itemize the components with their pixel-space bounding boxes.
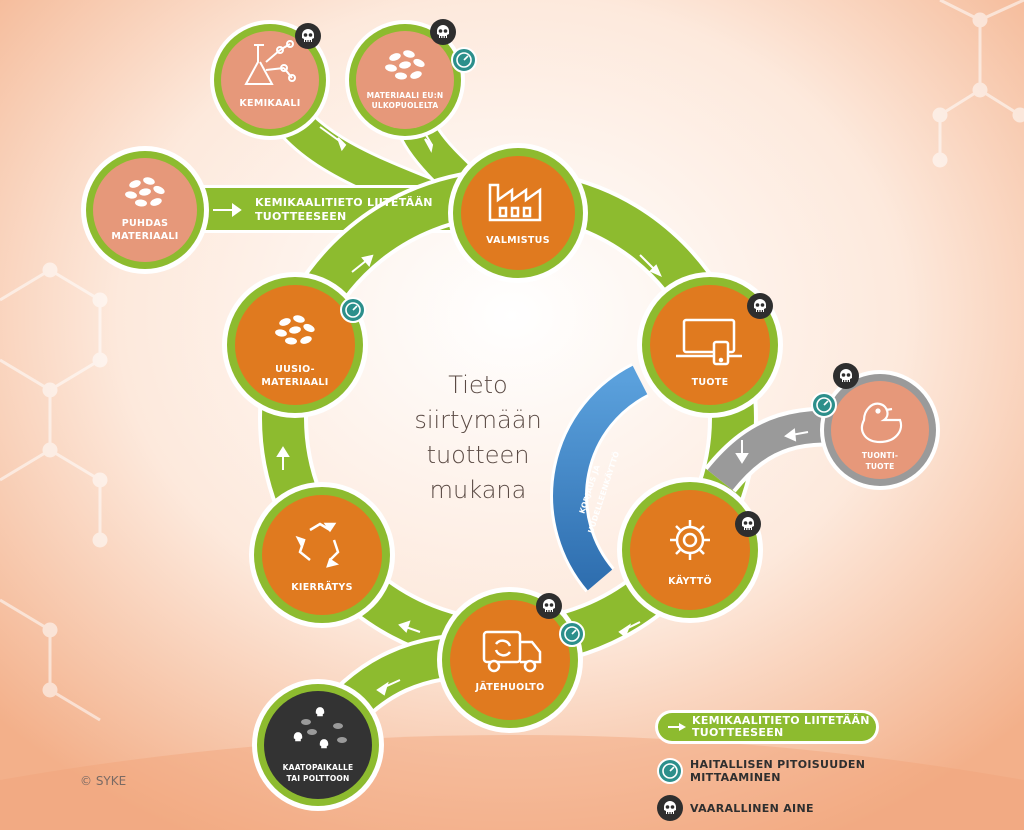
measurement-meter-icon xyxy=(451,47,477,73)
laptop-phone-icon xyxy=(676,318,742,366)
measurement-meter-icon xyxy=(340,297,366,323)
hazard-skull-icon xyxy=(657,795,683,821)
node-kaatopaikka: KAATOPAIKALLE TAI POLTTOON xyxy=(252,679,384,811)
node-tuontituote: TUONTI- TUOTE xyxy=(820,370,940,490)
node-kemikaali-label: KEMIKAALI xyxy=(239,98,300,109)
legend-item2-line1: HAITALLISEN PITOISUUDEN xyxy=(690,758,865,771)
hazard-skull-icon xyxy=(735,511,761,537)
measurement-meter-icon xyxy=(657,758,683,784)
measurement-meter-icon xyxy=(559,621,585,647)
node-kaytto-label: KÄYTTÖ xyxy=(668,576,712,587)
node-kaytto: KÄYTTÖ xyxy=(617,477,763,623)
node-materiaali-eun-label-2: ULKOPUOLELTA xyxy=(372,101,439,110)
flask-icon xyxy=(244,40,296,85)
center-text-2: siirtymään xyxy=(414,406,541,434)
hazard-skull-icon xyxy=(833,363,859,389)
hazard-skull-icon xyxy=(430,19,456,45)
copyright: © SYKE xyxy=(80,774,126,788)
flow-arrows xyxy=(213,124,809,696)
center-text-3: tuotteen xyxy=(427,441,530,469)
node-uusiomateriaali-label-1: UUSIO- xyxy=(275,364,315,375)
node-puhdas-label-1: PUHDAS xyxy=(122,218,169,229)
legend-item1-line1: KEMIKAALITIETO LIITETÄÄN xyxy=(692,713,870,727)
node-tuote-label: TUOTE xyxy=(692,377,729,388)
hazard-skull-icon xyxy=(536,593,562,619)
node-tuontituote-label-1: TUONTI- xyxy=(862,451,898,460)
factory-icon xyxy=(488,183,542,222)
node-puhdas-label-2: MATERIAALI xyxy=(111,231,178,242)
node-jatehuolto: JÄTEHUOLTO xyxy=(437,587,583,733)
node-materiaali-eun-label-1: MATERIAALI EU:N xyxy=(367,91,444,100)
node-kemikaali: KEMIKAALI xyxy=(210,20,330,140)
repair-arc xyxy=(553,365,648,591)
node-puhdas: PUHDAS MATERIAALI xyxy=(81,146,209,274)
node-kierratys: KIERRÄTYS xyxy=(249,482,395,628)
node-valmistus-label: VALMISTUS xyxy=(486,235,550,246)
node-materiaali-eun: MATERIAALI EU:N ULKOPUOLELTA xyxy=(345,20,465,140)
hazard-skull-icon xyxy=(747,293,773,319)
center-text-4: mukana xyxy=(430,476,527,504)
band-label-2: TUOTTEESEEN xyxy=(255,210,347,223)
node-kierratys-label: KIERRÄTYS xyxy=(291,582,353,593)
hazard-skull-icon xyxy=(295,23,321,49)
node-uusiomateriaali: UUSIO- MATERIAALI xyxy=(222,272,368,418)
node-valmistus: VALMISTUS xyxy=(448,143,588,283)
node-tuontituote-label-2: TUOTE xyxy=(866,462,895,471)
recycle-icon xyxy=(295,522,340,568)
node-tuote: TUOTE xyxy=(637,272,783,418)
node-uusiomateriaali-label-2: MATERIAALI xyxy=(261,377,328,388)
band-label-1: KEMIKAALITIETO LIITETÄÄN xyxy=(255,195,433,209)
node-kaatopaikka-label-2: TAI POLTTOON xyxy=(287,774,350,783)
node-kaatopaikka-label-1: KAATOPAIKALLE xyxy=(283,763,354,772)
center-text-1: Tieto xyxy=(448,371,507,399)
measurement-meter-icon xyxy=(811,392,837,418)
node-jatehuolto-label: JÄTEHUOLTO xyxy=(475,682,545,693)
legend: KEMIKAALITIETO LIITETÄÄN TUOTTEESEEN HAI… xyxy=(655,710,879,821)
gear-icon xyxy=(670,520,710,560)
legend-item1-line2: TUOTTEESEEN xyxy=(692,726,784,739)
legend-item3: VAARALLINEN AINE xyxy=(690,802,814,815)
molecule-pattern xyxy=(0,0,1024,720)
duck-icon xyxy=(860,402,903,444)
legend-item2-line2: MITTAAMINEN xyxy=(690,771,781,784)
skull-pile-icon xyxy=(293,707,347,749)
garbage-truck-icon xyxy=(482,630,542,673)
